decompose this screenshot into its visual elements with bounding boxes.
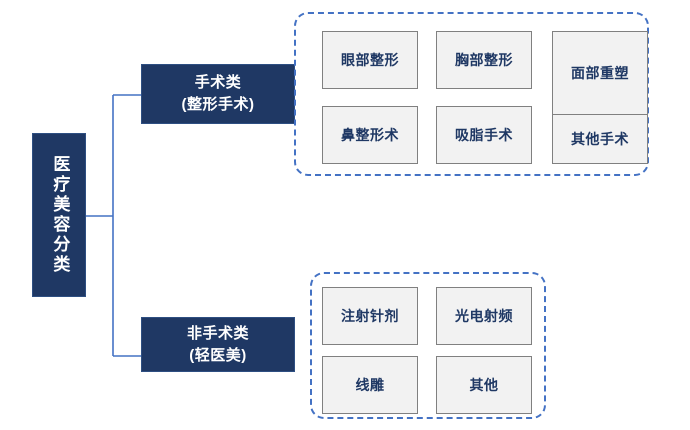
leaf-liposuction-label: 吸脂手术	[455, 127, 513, 143]
branch-nonsurgical-line2: (轻医美)	[189, 346, 247, 364]
group-container-surgical	[294, 12, 649, 176]
leaf-face-remodeling[interactable]: 面部重塑	[553, 32, 647, 115]
branch-nonsurgical-line1: 非手术类	[186, 324, 249, 342]
leaf-energy-rf[interactable]: 光电射频	[436, 287, 532, 345]
leaf-other-surgery-label: 其他手术	[571, 130, 629, 147]
leaf-eye-surgery-label: 眼部整形	[341, 52, 399, 68]
leaf-chest-surgery[interactable]: 胸部整形	[436, 31, 532, 89]
leaf-other-nonsurgical[interactable]: 其他	[436, 356, 532, 414]
leaf-other-surgery[interactable]: 其他手术	[553, 115, 647, 164]
leaf-liposuction[interactable]: 吸脂手术	[436, 106, 532, 164]
leaf-eye-surgery[interactable]: 眼部整形	[322, 31, 418, 89]
root-node[interactable]: 医疗美容分类	[32, 133, 86, 297]
leaf-energy-rf-label: 光电射频	[455, 308, 513, 324]
leaf-other-nonsurgical-label: 其他	[469, 377, 499, 393]
branch-surgical-line2: (整形手术)	[181, 96, 255, 113]
leaf-nose-surgery-label: 鼻整形术	[341, 127, 399, 143]
leaf-thread-lift-label: 线雕	[355, 377, 385, 393]
branch-surgical-line1: 手术类	[194, 74, 242, 92]
group-container-nonsurgical	[310, 272, 546, 419]
branch-node-surgical[interactable]: 手术类 (整形手术)	[141, 64, 295, 124]
leaf-chest-surgery-label: 胸部整形	[455, 52, 513, 68]
branch-node-nonsurgical[interactable]: 非手术类 (轻医美)	[141, 317, 295, 372]
leaf-injection[interactable]: 注射针剂	[322, 287, 418, 345]
leaf-stack-column: 面部重塑 其他手术	[552, 31, 648, 164]
leaf-face-remodeling-label: 面部重塑	[571, 64, 629, 81]
root-node-label: 医疗美容分类	[50, 155, 70, 275]
leaf-injection-label: 注射针剂	[341, 308, 399, 324]
leaf-nose-surgery[interactable]: 鼻整形术	[322, 106, 418, 164]
leaf-thread-lift[interactable]: 线雕	[322, 356, 418, 414]
